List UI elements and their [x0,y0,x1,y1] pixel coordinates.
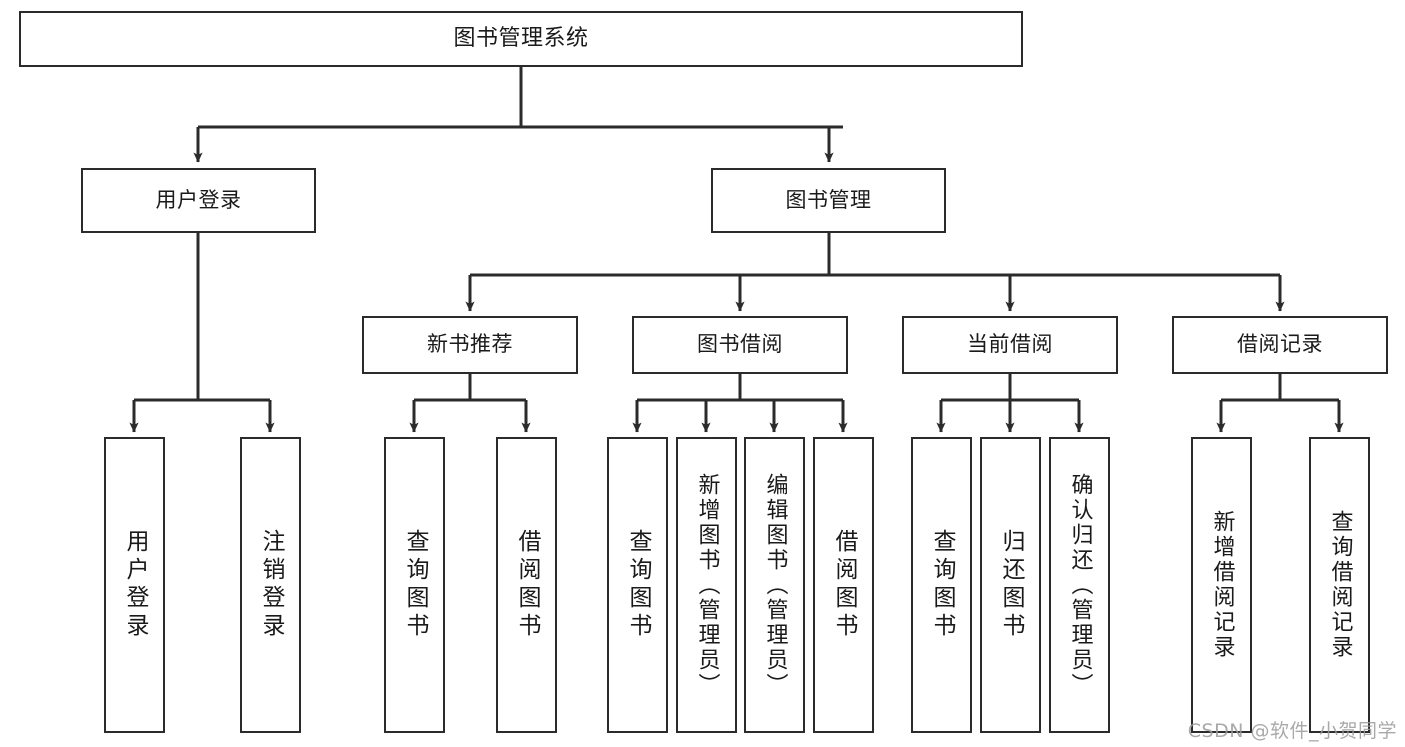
node-label: 借阅图书 [514,529,540,641]
node-label: 编辑图书（管理员） [762,472,788,698]
node-label: 用户登录 [155,187,242,212]
leaf-query-book-newbook[interactable]: 查询图书 [384,437,445,733]
node-label: 新增借阅记录 [1209,510,1235,660]
node-label: 查询图书 [929,529,955,641]
node-borrow-record[interactable]: 借阅记录 [1172,316,1388,374]
node-user-login[interactable]: 用户登录 [81,168,316,233]
node-root-book-management-system[interactable]: 图书管理系统 [19,11,1023,67]
node-label: 用户登录 [122,529,148,641]
node-label: 新书推荐 [427,332,513,357]
node-label: 归还图书 [998,529,1024,641]
leaf-add-borrow-record[interactable]: 新增借阅记录 [1191,437,1252,733]
node-label: 借阅记录 [1237,332,1323,357]
node-book-borrow[interactable]: 图书借阅 [632,316,848,374]
leaf-edit-book-admin[interactable]: 编辑图书（管理员） [744,437,805,733]
leaf-logout[interactable]: 注销登录 [240,437,301,733]
node-label: 确认归还（管理员） [1067,472,1093,698]
leaf-borrow-book-borrow[interactable]: 借阅图书 [813,437,874,733]
node-new-book-recommend[interactable]: 新书推荐 [362,316,578,374]
leaf-borrow-book-newbook[interactable]: 借阅图书 [496,437,557,733]
node-label: 注销登录 [258,529,284,641]
node-label: 查询借阅记录 [1327,510,1353,660]
leaf-confirm-return-admin[interactable]: 确认归还（管理员） [1049,437,1110,733]
leaf-query-book-borrow[interactable]: 查询图书 [607,437,668,733]
node-label: 图书管理 [785,187,872,212]
node-label: 当前借阅 [967,332,1053,357]
node-label: 图书管理系统 [453,25,589,51]
leaf-add-book-admin[interactable]: 新增图书（管理员） [676,437,737,733]
leaf-return-book[interactable]: 归还图书 [980,437,1041,733]
node-book-management[interactable]: 图书管理 [711,168,946,233]
node-label: 借阅图书 [831,529,857,641]
leaf-query-borrow-record[interactable]: 查询借阅记录 [1309,437,1370,733]
node-label: 新增图书（管理员） [694,472,720,698]
node-label: 查询图书 [402,529,428,641]
leaf-query-book-current[interactable]: 查询图书 [911,437,972,733]
node-label: 查询图书 [625,529,651,641]
node-current-borrow[interactable]: 当前借阅 [902,316,1118,374]
node-label: 图书借阅 [697,332,783,357]
leaf-user-login[interactable]: 用户登录 [104,437,165,733]
